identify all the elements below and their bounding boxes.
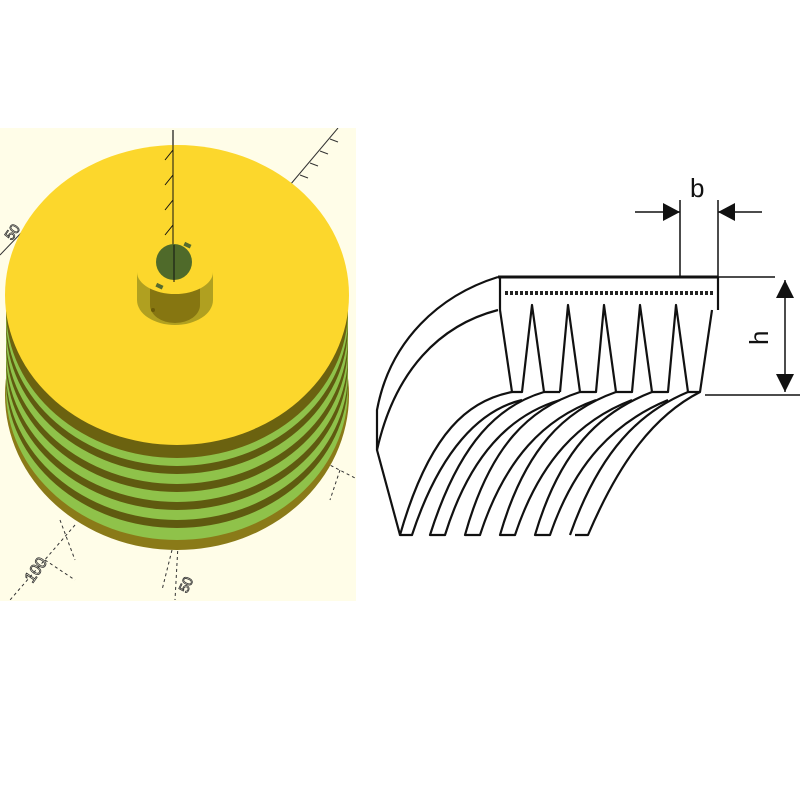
dimension-label-h: h <box>744 331 774 345</box>
z-axis-on-face <box>164 140 174 250</box>
pulley-3d-render: 50 100 50 <box>0 128 356 601</box>
belt-outline <box>375 200 800 537</box>
pulley-render-svg: 50 100 50 <box>0 128 356 601</box>
belt-diagram-svg: b h <box>375 173 800 537</box>
belt-cross-section-diagram: b h <box>365 150 800 570</box>
axis-label-y: 50 <box>175 574 196 595</box>
pulley-hub <box>137 241 213 325</box>
dimension-arrows <box>663 203 794 392</box>
dimension-label-b: b <box>690 173 704 203</box>
